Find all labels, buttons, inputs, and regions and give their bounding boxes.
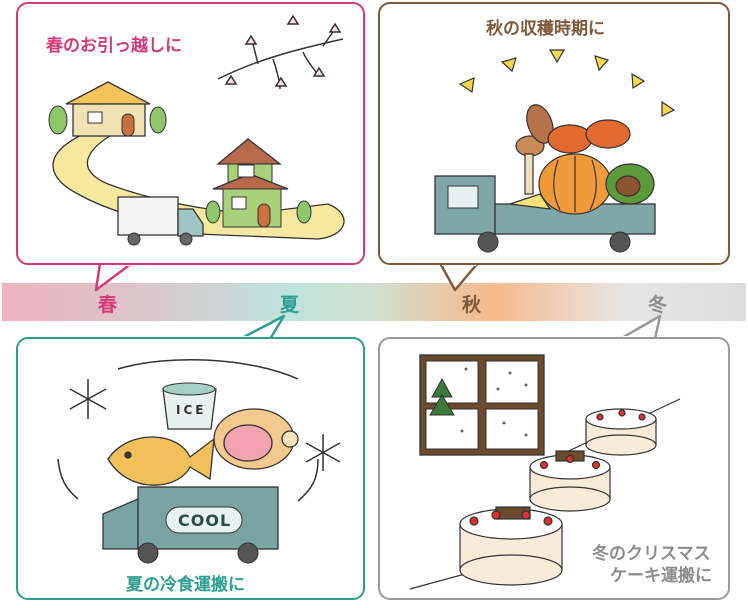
- ham-icon: [213, 408, 299, 470]
- autumn-produce-icons: [509, 104, 655, 215]
- autumn-bubble-tail: [438, 261, 480, 292]
- autumn-caption: 秋の収穫時期に: [486, 19, 605, 39]
- moving-truck-icon: [117, 196, 204, 246]
- spring-illustration: [48, 14, 345, 246]
- snowy-window-icon: [419, 354, 545, 456]
- christmas-cake-icon-3: [459, 506, 563, 586]
- winter-caption-line1: 冬のクリスマス: [592, 544, 711, 564]
- winter-bubble-tail: [618, 314, 662, 341]
- winter-panel: 冬のクリスマス ケーキ運搬に: [378, 337, 730, 600]
- taiyaki-fish-icon: [107, 436, 215, 486]
- spring-bubble-tail: [94, 261, 134, 292]
- house-icon: [48, 81, 167, 137]
- season-label-summer: 夏: [280, 294, 300, 316]
- cool-label: COOL: [178, 511, 232, 530]
- snowflake-icon-2: [305, 434, 341, 471]
- summer-bubble-tail: [238, 314, 286, 341]
- spring-caption: 春のお引っ越しに: [46, 36, 182, 56]
- ginkgo-leaf-icons: [458, 49, 676, 117]
- season-label-winter: 冬: [648, 294, 668, 316]
- autumn-panel: 秋の収穫時期に: [378, 2, 730, 265]
- ice-label: ICE: [176, 403, 207, 417]
- christmas-cake-icon: [585, 408, 657, 456]
- summer-caption: 夏の冷食運搬に: [126, 575, 245, 595]
- motion-lines: [57, 358, 319, 502]
- winter-illustration: [409, 354, 681, 590]
- snowflake-icon: [69, 379, 107, 419]
- season-bar: [2, 283, 746, 321]
- season-label-spring: 春: [98, 294, 118, 316]
- winter-caption-line2: ケーキ運搬に: [610, 566, 712, 586]
- new-house-icon: [205, 138, 312, 228]
- cherry-blossom-branch-icon: [217, 14, 344, 90]
- autumn-illustration: [434, 49, 676, 253]
- christmas-cake-icon-2: [529, 450, 611, 512]
- ice-cup-icon: [162, 382, 217, 430]
- spring-panel: 春のお引っ越しに: [16, 2, 365, 265]
- summer-illustration: [57, 358, 341, 564]
- refrigerated-truck-icon: [102, 486, 279, 564]
- season-label-autumn: 秋: [462, 294, 482, 316]
- summer-panel: ICE COOL 夏の冷食運搬に: [16, 337, 365, 600]
